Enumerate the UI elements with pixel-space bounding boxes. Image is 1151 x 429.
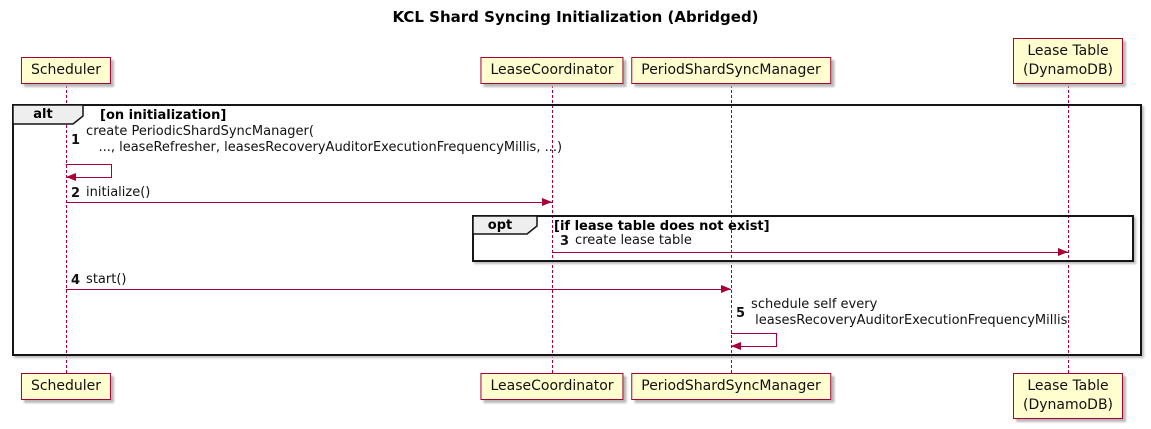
participant-periodshardsyncmanager-bottom: PeriodShardSyncManager xyxy=(631,373,831,400)
opt-operator: opt xyxy=(487,218,513,233)
message-3-arrow xyxy=(552,252,1068,253)
message-2-text: initialize() xyxy=(86,185,151,200)
message-5-text: schedule self every leasesRecoveryAudito… xyxy=(751,297,1068,328)
opt-frame-label-shape xyxy=(473,216,538,235)
message-1-arrowhead-icon xyxy=(66,173,76,181)
message-4-text: start() xyxy=(86,272,127,287)
message-3-text: create lease table xyxy=(575,233,692,248)
lifeline-leasecoordinator xyxy=(552,85,553,373)
message-5-arrowhead-icon xyxy=(731,342,741,350)
participant-leasecoordinator-top: LeaseCoordinator xyxy=(480,57,624,84)
participant-scheduler-bottom: Scheduler xyxy=(20,373,112,400)
participant-lease-table-top: Lease Table (DynamoDB) xyxy=(1012,38,1124,84)
opt-guard: [if lease table does not exist] xyxy=(554,219,770,234)
message-4-arrowhead-icon xyxy=(721,285,731,293)
message-3: 3 create lease table xyxy=(560,233,692,249)
message-3-number: 3 xyxy=(560,233,570,249)
message-2-arrowhead-icon xyxy=(542,198,552,206)
opt-frame: opt [if lease table does not exist] xyxy=(472,215,1134,262)
message-4-number: 4 xyxy=(71,272,81,288)
message-2-number: 2 xyxy=(71,185,81,201)
participant-periodshardsyncmanager-top: PeriodShardSyncManager xyxy=(631,57,831,84)
lifeline-lease-table xyxy=(1068,85,1069,373)
message-5-number: 5 xyxy=(736,305,746,321)
message-2: 2 initialize() xyxy=(71,185,150,201)
alt-frame-label-shape xyxy=(13,105,84,125)
participant-lease-table-bottom: Lease Table (DynamoDB) xyxy=(1012,373,1124,419)
message-3-arrowhead-icon xyxy=(1058,248,1068,256)
message-1-number: 1 xyxy=(71,132,81,148)
message-1: 1 create PeriodicShardSyncManager( ..., … xyxy=(71,124,562,156)
message-1-self-arrow xyxy=(66,164,112,178)
alt-frame: alt [on initialization] xyxy=(12,104,1142,356)
message-5-self-arrow xyxy=(731,333,777,347)
message-1-text: create PeriodicShardSyncManager( ..., le… xyxy=(86,124,563,155)
message-4-arrow xyxy=(66,289,731,290)
alt-operator: alt xyxy=(33,107,53,122)
message-4: 4 start() xyxy=(71,272,126,288)
message-2-arrow xyxy=(66,202,552,203)
diagram-title: KCL Shard Syncing Initialization (Abridg… xyxy=(392,8,759,26)
participant-scheduler-top: Scheduler xyxy=(20,57,112,84)
lifeline-scheduler xyxy=(66,85,67,373)
message-5: 5 schedule self every leasesRecoveryAudi… xyxy=(736,297,1067,329)
lifeline-periodshardsyncmanager xyxy=(731,85,732,373)
alt-guard: [on initialization] xyxy=(100,108,227,123)
participant-leasecoordinator-bottom: LeaseCoordinator xyxy=(480,373,624,400)
